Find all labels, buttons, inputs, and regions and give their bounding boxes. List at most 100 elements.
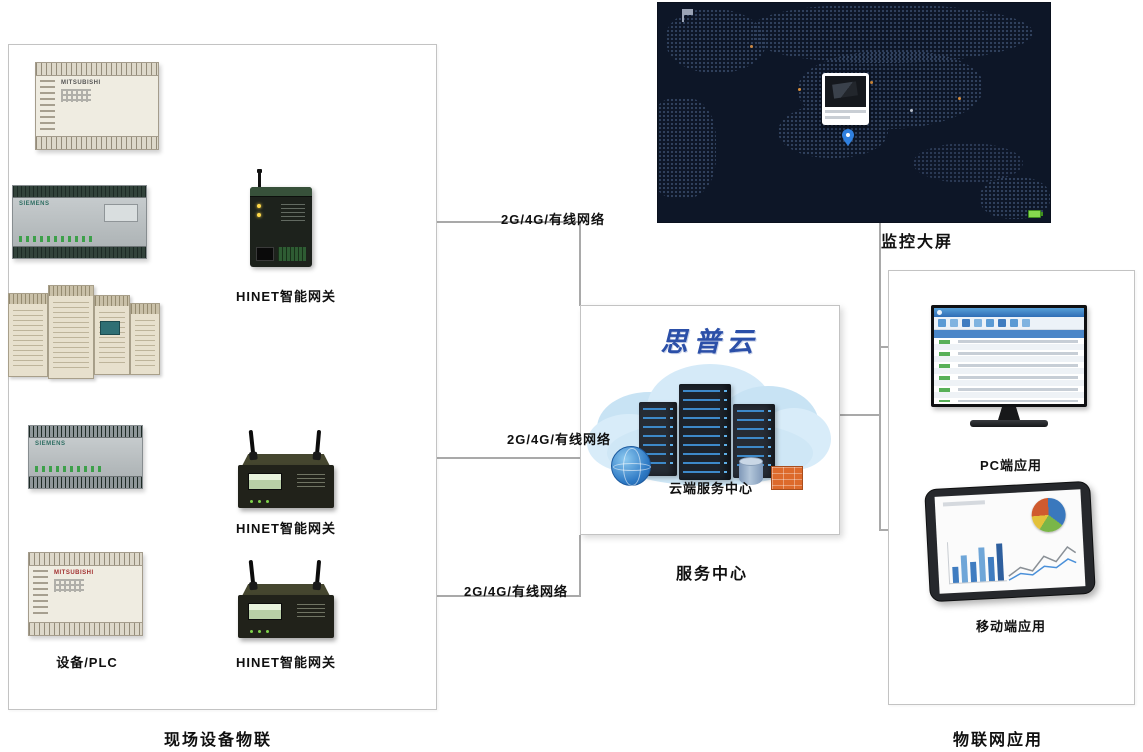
antenna-icon (248, 429, 256, 457)
service-center-box: 思普云 云端服务中心 (580, 305, 840, 535)
network-label-3: 2G/4G/有线网络 (464, 584, 568, 599)
pc-monitor (931, 305, 1087, 427)
plc-siemens-2: SIEMENS (28, 425, 143, 489)
terminal-strip (29, 426, 142, 438)
plc-mitsubishi-1: MITSUBISHI (35, 62, 159, 150)
pie-chart-graphic (1030, 497, 1067, 533)
led-strip (35, 466, 101, 472)
right-panel-title: 物联网应用 (952, 732, 1044, 749)
left-panel-title: 现场设备物联 (163, 732, 273, 749)
map-flag-icon (682, 9, 693, 22)
terminal-strip (13, 246, 146, 258)
firewall-icon (771, 466, 803, 490)
map-marker (750, 45, 753, 48)
terminal-block (278, 247, 306, 261)
antenna-icon (257, 169, 262, 188)
label-area (297, 604, 325, 617)
terminal-strip (36, 136, 158, 149)
gateway-display (248, 603, 282, 620)
module-display (100, 321, 120, 335)
map-marker (910, 109, 913, 112)
gateway-1-label: HINET智能网关 (235, 289, 337, 304)
network-label-2: 2G/4G/有线网络 (507, 432, 611, 447)
terminal-strip (36, 63, 158, 76)
plc-brand-label: SIEMENS (19, 201, 50, 207)
led-grid (54, 579, 84, 592)
status-leds (250, 630, 269, 633)
vent-slots (33, 570, 48, 618)
antenna-icon (248, 559, 256, 587)
plc-mitsubishi-2: MITSUBISHI (28, 552, 143, 636)
bar-chart-graphic (946, 539, 1008, 585)
label-area (281, 204, 305, 222)
iot-applications-panel: PC端应用 移动端应用 (888, 270, 1135, 705)
map-landmass (666, 9, 766, 73)
gateway-cap (250, 187, 312, 197)
gateway-top-face (242, 454, 330, 466)
terminal-strip (13, 186, 146, 198)
plc-module-group (8, 283, 160, 383)
hinet-gateway-2 (238, 429, 334, 508)
plc-module (94, 295, 130, 375)
device-popup (822, 73, 869, 125)
tablet-device (924, 480, 1096, 603)
device-photo (825, 76, 866, 107)
vent-slots (40, 80, 55, 132)
gateway-top-face (242, 584, 330, 596)
plc-module (48, 285, 94, 379)
gateway-3-label: HINET智能网关 (235, 655, 337, 670)
map-landmass (913, 143, 1023, 183)
plc-module (8, 293, 48, 377)
screen-table-rows (934, 338, 1084, 404)
monitor-map-label: 监控大屏 (880, 234, 954, 251)
map-marker (958, 97, 961, 100)
ethernet-port (256, 247, 274, 261)
device-plc-label: 设备/PLC (56, 655, 118, 670)
monitor-base (970, 420, 1048, 427)
monitor-stand (998, 407, 1020, 420)
gateway-2-label: HINET智能网关 (235, 521, 337, 536)
cloud-servers-graphic: 云端服务中心 (587, 354, 833, 514)
screen-titlebar (934, 308, 1084, 317)
network-label-1: 2G/4G/有线网络 (501, 212, 605, 227)
terminal-strip (29, 476, 142, 488)
plc-brand-label: MITSUBISHI (54, 570, 94, 576)
plc-brand-label: MITSUBISHI (61, 80, 101, 86)
led-grid (61, 89, 91, 102)
plc-module (130, 303, 160, 375)
connector-line (879, 222, 889, 531)
led-strip (19, 236, 97, 242)
line-chart-graphic (1008, 545, 1077, 581)
plc-brand-label: SIEMENS (35, 441, 66, 447)
popup-text-lines (825, 110, 866, 119)
server-tower (679, 384, 731, 480)
location-pin-icon (842, 129, 854, 146)
hinet-gateway-3 (238, 559, 334, 638)
terminal-strip (29, 553, 142, 566)
mobile-app-label: 移动端应用 (975, 619, 1047, 634)
map-marker (798, 88, 801, 91)
gateway-display (248, 473, 282, 490)
pc-dashboard-screen (934, 308, 1084, 404)
antenna-icon (314, 559, 322, 587)
battery-icon (1028, 210, 1043, 218)
plc-siemens-1: SIEMENS (12, 185, 147, 259)
antenna-icon (314, 429, 322, 457)
status-leds (250, 500, 269, 503)
service-center-title: 服务中心 (675, 566, 749, 583)
cloud-center-label: 云端服务中心 (668, 481, 753, 496)
map-marker (870, 81, 873, 84)
monitoring-map (658, 3, 1050, 222)
cloud-brand: 思普云 (660, 327, 760, 357)
server-tower (639, 402, 677, 476)
screen-icon-row (934, 317, 1084, 330)
screen-title-bar (942, 500, 986, 507)
hinet-gateway-1 (250, 169, 312, 267)
tablet-dashboard-screen (934, 489, 1086, 594)
status-leds (257, 204, 261, 217)
database-icon (739, 457, 763, 485)
front-panel (104, 204, 138, 222)
pc-app-label: PC端应用 (979, 458, 1043, 473)
globe-icon (611, 446, 652, 487)
